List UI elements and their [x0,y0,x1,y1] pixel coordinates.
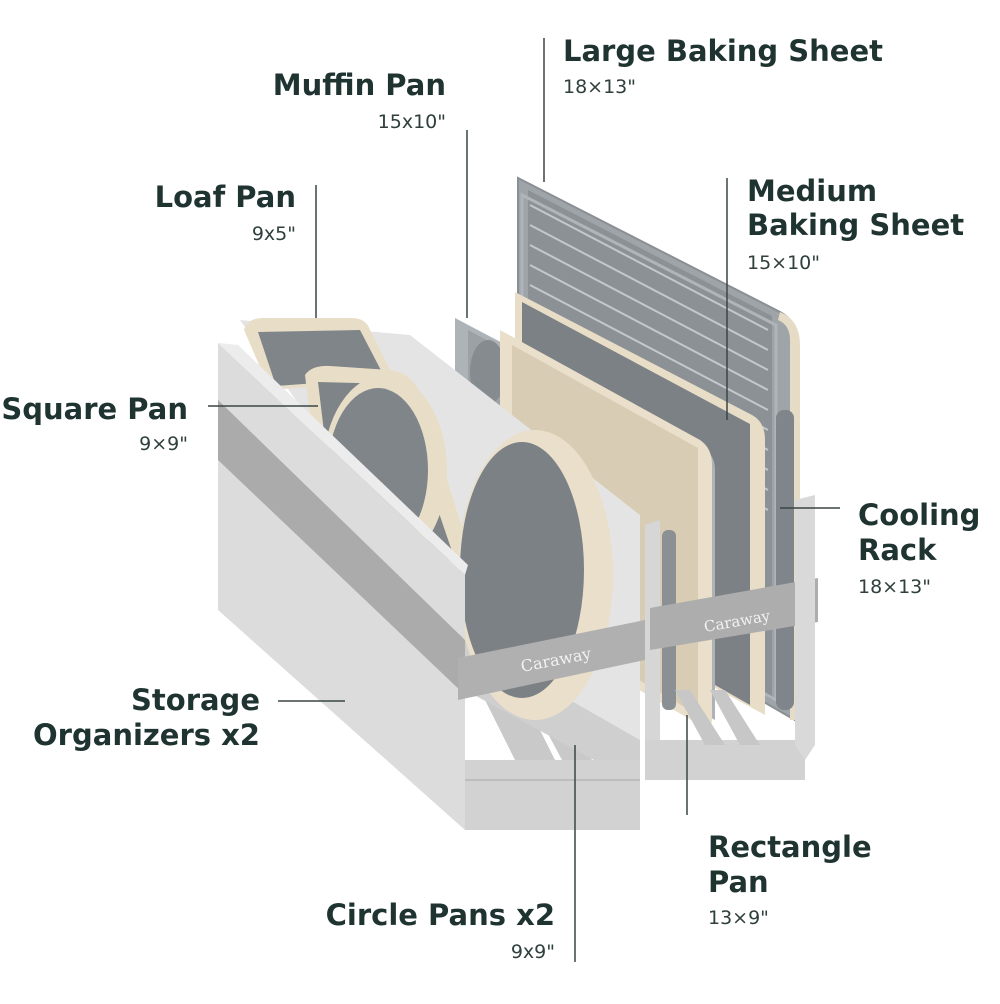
leader-lines [208,38,840,962]
cooling-rack-size: 18×13" [858,576,932,598]
cooling-rack-label-line2: Rack [858,533,937,567]
square-pan-size: 9×9" [139,433,188,455]
cooling-rack-label-line1: Cooling [858,498,981,532]
large-baking-sheet-size: 18×13" [563,76,637,98]
organizer-left-front [218,343,645,830]
medium-baking-sheet-label-line1: Medium [747,174,878,208]
muffin-pan-size: 15x10" [377,111,446,133]
storage-organizers-label-line2: Organizers x2 [33,718,260,752]
loaf-pan-label: Loaf Pan [154,180,296,214]
square-pan-label: Square Pan [1,392,188,426]
circle-pans-size: 9x9" [510,941,555,963]
storage-organizers-label-line1: Storage [131,683,260,717]
large-baking-sheet-label: Large Baking Sheet [563,34,884,68]
muffin-pan-label: Muffin Pan [272,68,446,102]
medium-baking-sheet-size: 15×10" [747,252,821,274]
rectangle-pan-label-line1: Rectangle [708,830,872,864]
rack-handle [776,410,794,710]
rectangle-pan-label-line2: Pan [708,865,769,899]
storage-organizer-right [645,495,818,780]
circle-pans-label: Circle Pans x2 [325,898,555,932]
medium-baking-sheet-label-line2: Baking Sheet [747,208,965,242]
loaf-pan-size: 9x5" [251,223,296,245]
rectangle-pan-size: 13×9" [708,907,769,929]
